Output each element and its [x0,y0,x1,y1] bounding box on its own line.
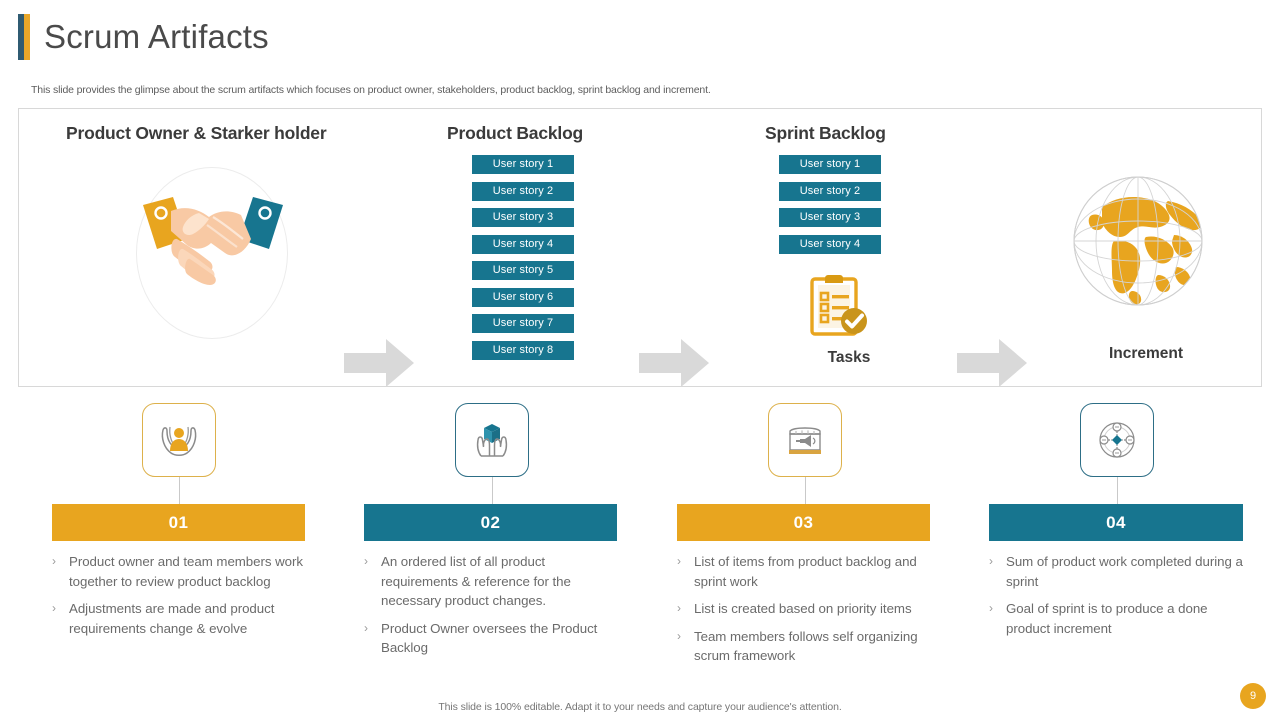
story-item[interactable]: User story 7 [472,314,574,333]
hands-holding-box-icon [476,424,508,457]
card-bullets-03: › List of items from product backlog and… [677,552,930,674]
right-arrow-icon-3 [957,339,1027,387]
card-icon-box-02[interactable] [455,403,529,477]
card-bullets-02: › An ordered list of all product require… [364,552,617,666]
story-item[interactable]: User story 8 [472,340,574,360]
bullet-item: › Product Owner oversees the Product Bac… [364,619,617,658]
card-connector-01 [179,477,180,504]
story-item[interactable]: User story 1 [779,155,881,174]
slide-footer: This slide is 100% editable. Adapt it to… [438,701,842,713]
bullet-text: Team members follows self organizing scr… [694,628,918,664]
section-heading-sprint-backlog: Sprint Backlog [765,123,886,143]
artifacts-panel: Product Owner & Starker holder Product B… [18,108,1262,387]
accent-bar-teal [18,14,24,60]
bullet-text: Goal of sprint is to produce a done prod… [1006,601,1208,636]
title-row: Scrum Artifacts [18,14,269,60]
bullet-text: Sum of product work completed during a s… [1006,554,1243,589]
chevron-icon: › [989,601,993,615]
story-item[interactable]: User story 4 [472,234,574,254]
bullet-item: › An ordered list of all product require… [364,552,617,611]
story-item[interactable]: User story 3 [472,208,574,227]
product-backlog-list: User story 1 User story 2 User story 3 U… [472,155,574,367]
handshake-circle [136,167,288,339]
bullet-item: › List of items from product backlog and… [677,552,930,591]
bullet-item: › Team members follows self organizing s… [677,627,930,666]
increment-label: Increment [1108,345,1184,362]
section-heading-product-backlog: Product Backlog [447,123,584,143]
globe-icon [1073,176,1203,306]
story-item[interactable]: User story 6 [472,287,574,307]
story-item[interactable]: User story 3 [779,208,881,227]
bullet-item: › Goal of sprint is to produce a done pr… [989,599,1243,638]
bullet-text: An ordered list of all product requireme… [381,554,571,608]
network-hub-icon [1099,422,1135,458]
chevron-icon: › [52,554,56,568]
story-item[interactable]: User story 2 [472,181,574,201]
story-item[interactable]: User story 2 [779,181,881,201]
card-icon-box-03[interactable] [768,403,842,477]
tasks-label: Tasks [827,349,871,366]
card-number-03: 03 [677,504,930,541]
card-connector-04 [1117,477,1118,504]
bullet-item: › Sum of product work completed during a… [989,552,1243,591]
story-item[interactable]: User story 5 [472,261,574,280]
chevron-icon: › [989,554,993,568]
page-title: Scrum Artifacts [44,18,269,55]
chevron-icon: › [52,601,56,615]
card-connector-02 [492,477,493,504]
story-item[interactable]: User story 4 [779,234,881,254]
story-item[interactable]: User story 1 [472,155,574,174]
section-heading-product-owner: Product Owner & Starker holder [66,123,327,143]
sprint-backlog-list: User story 1 User story 2 User story 3 U… [779,155,881,261]
page-number-badge: 9 [1240,683,1266,709]
slide-subtitle: This slide provides the glimpse about th… [31,84,711,96]
card-number-02: 02 [364,504,617,541]
bullet-item: › Product owner and team members work to… [52,552,305,591]
chevron-icon: › [677,628,681,643]
person-in-hands-icon [161,426,197,456]
bullet-text: List of items from product backlog and s… [694,554,917,589]
bullet-item: › Adjustments are made and product requi… [52,599,305,638]
handshake-icon [143,197,283,285]
title-accent-bars [18,14,30,60]
storefront-megaphone-icon [789,427,821,454]
bullet-text: Product Owner oversees the Product Backl… [381,620,598,656]
chevron-icon: › [364,620,368,635]
bullet-text: Product owner and team members work toge… [69,554,303,589]
card-bullets-04: › Sum of product work completed during a… [989,552,1243,646]
card-number-01: 01 [52,504,305,541]
card-icon-box-01[interactable] [142,403,216,477]
chevron-icon: › [677,554,681,568]
chevron-icon: › [364,554,368,568]
bullet-text: Adjustments are made and product require… [69,601,275,636]
card-bullets-01: › Product owner and team members work to… [52,552,305,646]
card-number-04: 04 [989,504,1243,541]
clipboard-check-icon [810,275,867,336]
card-icon-box-04[interactable] [1080,403,1154,477]
bullet-item: › List is created based on priority item… [677,599,930,619]
bullet-text: List is created based on priority items [694,601,912,616]
card-connector-03 [805,477,806,504]
accent-bar-gold [24,14,30,60]
chevron-icon: › [677,601,681,615]
right-arrow-icon-2 [639,339,709,387]
right-arrow-icon-1 [344,339,414,387]
